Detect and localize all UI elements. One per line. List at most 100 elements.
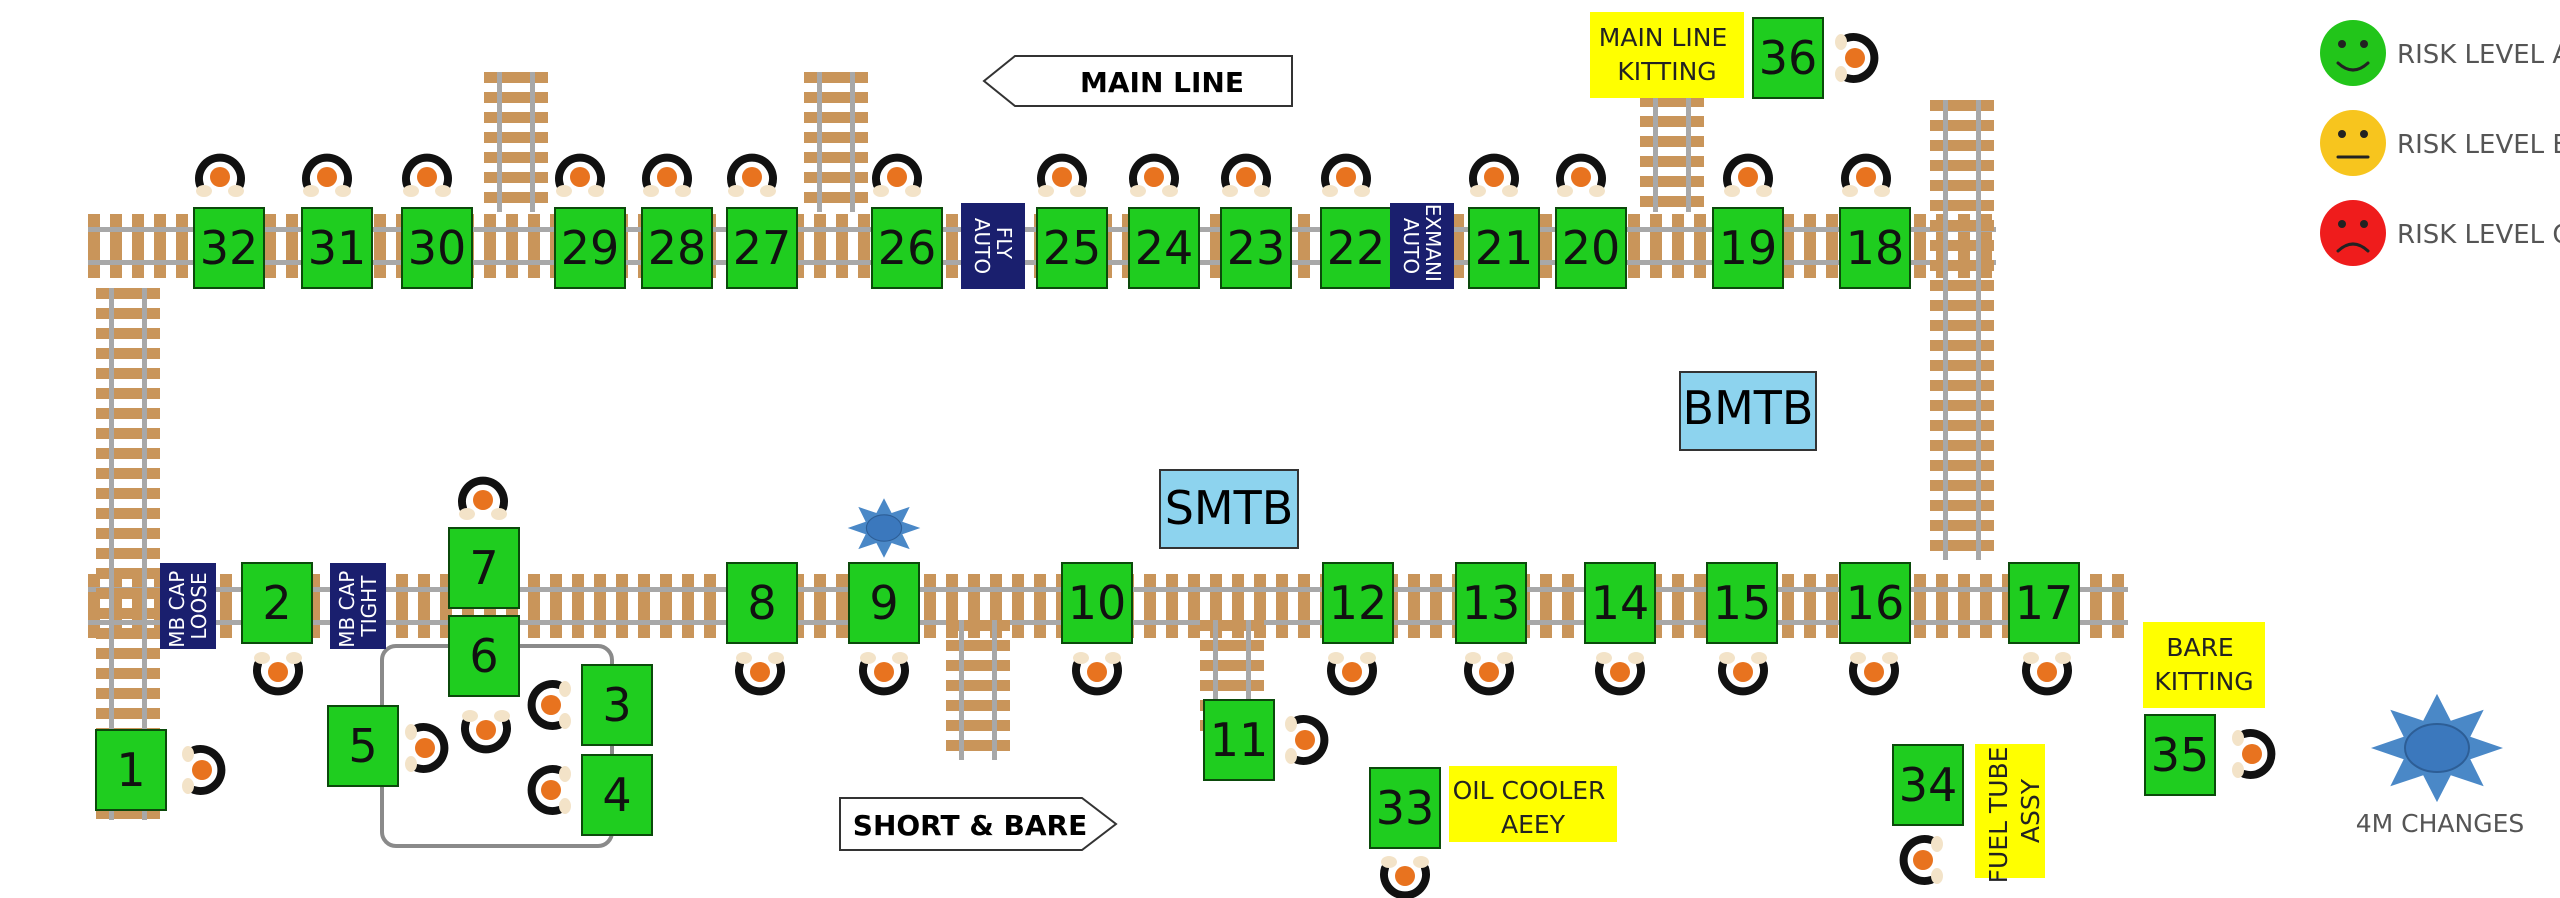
operator-station-3 (527, 680, 571, 730)
operator-short-8 (1718, 652, 1768, 696)
station-23[interactable]: 23 (1220, 207, 1292, 289)
station-15[interactable]: 15 (1706, 562, 1778, 644)
operator-short-2 (735, 652, 785, 696)
station-4[interactable]: 4 (581, 754, 653, 836)
station-16[interactable]: 16 (1839, 562, 1911, 644)
operator-station-35 (2232, 729, 2276, 779)
station-16-number: 16 (1846, 576, 1905, 630)
station-31[interactable]: 31 (301, 207, 373, 289)
station-6-number: 6 (469, 629, 498, 683)
operator-short-1 (253, 652, 303, 696)
station-22[interactable]: 22 (1320, 207, 1392, 289)
right-connector-track (1930, 100, 1994, 560)
station-5-number: 5 (348, 719, 377, 773)
operator-short-7 (1595, 652, 1645, 696)
operator-station-34 (1899, 835, 1943, 885)
operator-main-7 (872, 153, 922, 197)
operator-main-3 (402, 153, 452, 197)
station-7[interactable]: 7 (448, 527, 520, 609)
station-4-number: 4 (602, 768, 631, 822)
station-2[interactable]: 2 (241, 562, 313, 644)
station-8-number: 8 (747, 576, 776, 630)
station-8[interactable]: 8 (726, 562, 798, 644)
station-3[interactable]: 3 (581, 664, 653, 746)
fuel-tube-assy: FUEL TUBE ASSY (1975, 744, 2045, 883)
main-kitting-spur (1640, 96, 1704, 212)
station-33[interactable]: 33 (1369, 767, 1441, 849)
station-27[interactable]: 27 (726, 207, 798, 289)
marker-fly-auto-line1: FLY (992, 227, 1016, 260)
operator-main-10 (1221, 153, 1271, 197)
station-11[interactable]: 11 (1203, 699, 1275, 781)
main-line-kitting: MAIN LINE KITTING (1590, 12, 1744, 98)
station-36[interactable]: 36 (1752, 17, 1824, 99)
oil-cooler-line1: OIL COOLER (1453, 776, 1606, 805)
operator-short-4 (1072, 652, 1122, 696)
station-35[interactable]: 35 (2144, 714, 2216, 796)
4m-change-marker-station-9 (847, 498, 921, 558)
station-3-number: 3 (602, 678, 631, 732)
operator-main-13 (1556, 153, 1606, 197)
station-25[interactable]: 25 (1036, 207, 1108, 289)
operator-main-8 (1037, 153, 1087, 197)
zone-bmtb-label: BMTB (1683, 381, 1814, 435)
svg-text:MB CAP TIGHT: MB CAP TIGHT (335, 564, 381, 647)
zone-bmtb: BMTB (1679, 371, 1817, 451)
station-29[interactable]: 29 (554, 207, 626, 289)
station-25-number: 25 (1043, 221, 1102, 275)
station-34[interactable]: 34 (1892, 744, 1964, 826)
operator-main-9 (1129, 153, 1179, 197)
station-18[interactable]: 18 (1839, 207, 1911, 289)
legend-label-1: RISK LEVEL A (2397, 40, 2560, 70)
station-26[interactable]: 26 (871, 207, 943, 289)
operator-station-5 (405, 723, 449, 773)
bare-kitting: BARE KITTING (2143, 622, 2265, 708)
station-32[interactable]: 32 (193, 207, 265, 289)
bare-kitting-line1: BARE (2166, 633, 2233, 662)
station-20[interactable]: 20 (1555, 207, 1627, 289)
station-28[interactable]: 28 (641, 207, 713, 289)
station-5[interactable]: 5 (327, 705, 399, 787)
frown-face-icon (2320, 200, 2386, 266)
marker-mb-cap-tight: MB CAP TIGHT (330, 563, 386, 649)
station-13[interactable]: 13 (1455, 562, 1527, 644)
station-13-number: 13 (1462, 576, 1521, 630)
operator-station-4 (527, 765, 571, 815)
operator-main-1 (195, 153, 245, 197)
station-6[interactable]: 6 (448, 615, 520, 697)
station-12-number: 12 (1329, 576, 1388, 630)
station-1[interactable]: 1 (95, 729, 167, 811)
svg-text:MB CAP LOOSE: MB CAP LOOSE (165, 564, 211, 647)
main-line-kitting-line2: KITTING (1617, 57, 1716, 86)
zone-smtb: SMTB (1159, 469, 1299, 549)
station-17[interactable]: 17 (2008, 562, 2080, 644)
legend-item-1: RISK LEVEL A (2320, 20, 2560, 86)
station-14[interactable]: 14 (1584, 562, 1656, 644)
marker-mb-cap-loose-line2: LOOSE (187, 572, 211, 639)
station-28-number: 28 (648, 221, 707, 275)
station-30[interactable]: 30 (401, 207, 473, 289)
station-26-number: 26 (878, 221, 937, 275)
station-10[interactable]: 10 (1061, 562, 1133, 644)
station-19-number: 19 (1719, 221, 1778, 275)
fuel-tube-line2: ASSY (2016, 778, 2045, 843)
operator-station-6 (461, 710, 511, 754)
svg-text:OIL COOLER AEEY: OIL COOLER AEEY (1453, 776, 1614, 839)
station-31-number: 31 (308, 221, 367, 275)
station-12[interactable]: 12 (1322, 562, 1394, 644)
station-20-number: 20 (1562, 221, 1621, 275)
main-spur-2 (804, 72, 868, 212)
station-15-number: 15 (1713, 576, 1772, 630)
station-9[interactable]: 9 (848, 562, 920, 644)
legend-label-2: RISK LEVEL B (2397, 130, 2560, 160)
station-24[interactable]: 24 (1128, 207, 1200, 289)
zone-smtb-label: SMTB (1165, 481, 1294, 535)
station-21[interactable]: 21 (1468, 207, 1540, 289)
station-19[interactable]: 19 (1712, 207, 1784, 289)
marker-exmani-auto-line2: AUTO (1399, 218, 1423, 274)
burst-icon (2371, 693, 2503, 803)
station-34-number: 34 (1899, 758, 1958, 812)
station-23-number: 23 (1227, 221, 1286, 275)
